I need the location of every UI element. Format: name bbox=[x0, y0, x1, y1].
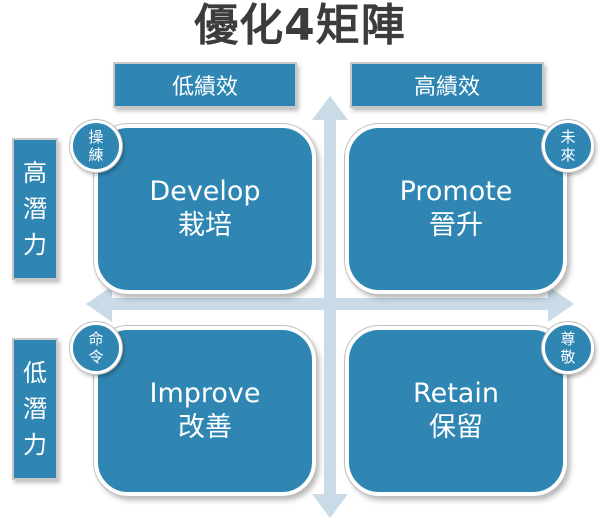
quadrant-title-zh: 晉升 bbox=[429, 210, 483, 241]
badge-promote: 未 來 bbox=[542, 120, 594, 172]
quadrant-title-en: Improve bbox=[149, 378, 261, 409]
badge-char: 練 bbox=[88, 146, 104, 164]
row-header-char: 低 bbox=[23, 359, 47, 387]
row-header-high-potential: 高 潛 力 bbox=[12, 138, 58, 280]
quadrant-title-zh: 栽培 bbox=[178, 210, 232, 241]
quadrant-title-en: Promote bbox=[399, 176, 513, 207]
row-header-char: 潛 bbox=[23, 195, 47, 223]
badge-develop: 操 練 bbox=[70, 120, 122, 172]
quadrant-promote: Promote 晉升 bbox=[345, 124, 567, 294]
quadrant-develop: Develop 栽培 bbox=[94, 124, 316, 294]
page-title: 優化4矩陣 bbox=[194, 0, 406, 51]
quadrant-title-en: Develop bbox=[149, 176, 261, 207]
horizontal-axis-arrow bbox=[86, 286, 574, 322]
quadrant-retain: Retain 保留 bbox=[345, 326, 567, 496]
row-header-char: 力 bbox=[23, 431, 47, 459]
row-header-char: 高 bbox=[23, 159, 47, 187]
quadrant-title-zh: 改善 bbox=[178, 412, 232, 443]
quadrant-title-zh: 保留 bbox=[429, 412, 483, 443]
column-header-label: 高績效 bbox=[413, 75, 480, 100]
badge-char: 敬 bbox=[560, 348, 576, 366]
column-header-label: 低績效 bbox=[171, 75, 238, 100]
badge-improve: 命 令 bbox=[70, 322, 122, 374]
quadrant-improve: Improve 改善 bbox=[94, 326, 316, 496]
badge-retain: 尊 敬 bbox=[542, 322, 594, 374]
badge-char: 來 bbox=[560, 146, 576, 164]
column-header-high-performance: 高績效 bbox=[350, 62, 544, 108]
column-header-low-performance: 低績效 bbox=[113, 62, 297, 108]
quadrant-title-en: Retain bbox=[413, 378, 499, 409]
badge-char: 令 bbox=[88, 348, 104, 366]
row-header-char: 力 bbox=[23, 231, 47, 259]
badge-char: 命 bbox=[88, 330, 104, 348]
row-header-char: 潛 bbox=[23, 395, 47, 423]
badge-char: 尊 bbox=[560, 330, 576, 348]
badge-char: 未 bbox=[560, 128, 576, 146]
badge-char: 操 bbox=[88, 128, 104, 146]
row-header-low-potential: 低 潛 力 bbox=[12, 338, 58, 480]
